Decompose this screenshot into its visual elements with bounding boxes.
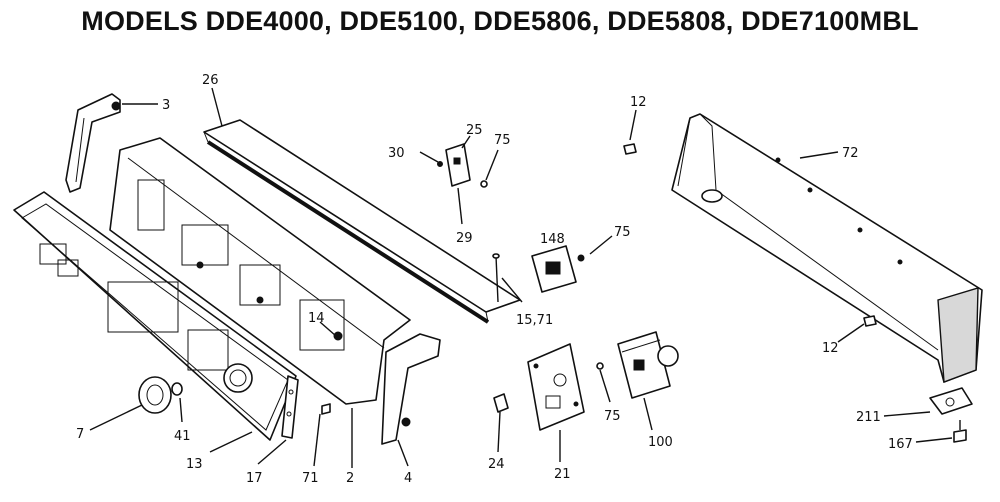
callout-3: 3 [162, 98, 170, 113]
callout-72: 72 [842, 146, 859, 161]
leader-75b [589, 235, 613, 255]
callout-15-71: 15,71 [516, 313, 553, 328]
part-30-pin [419, 151, 443, 167]
leader-29 [457, 187, 463, 225]
callout-24: 24 [488, 457, 505, 472]
part-12-clip-b [863, 315, 877, 327]
leader-211 [883, 411, 931, 417]
part-75-screw-a [480, 180, 488, 188]
callout-75c: 75 [604, 409, 621, 424]
part-13-front-panel [13, 191, 297, 441]
callout-13: 13 [186, 457, 203, 472]
part-3-left-end-cap [65, 93, 121, 193]
part-41-clip [171, 382, 183, 396]
leader-15-71 [501, 277, 523, 303]
part-167-screw [953, 420, 967, 443]
callout-29: 29 [456, 231, 473, 246]
part-12-clip-a [623, 143, 637, 155]
part-211-bracket [929, 387, 973, 415]
part-15-71-screw [492, 253, 500, 303]
leader-12b [837, 323, 865, 343]
leader-7 [89, 404, 143, 431]
callout-12a: 12 [630, 95, 647, 110]
part-100-timer [617, 331, 679, 399]
leader-17 [257, 439, 287, 465]
part-4-right-end-cap [381, 333, 441, 445]
part-2-console-frame [109, 137, 411, 405]
callout-2: 2 [346, 471, 354, 486]
callout-17: 17 [246, 471, 263, 486]
callout-21: 21 [554, 467, 571, 482]
callout-75a: 75 [494, 133, 511, 148]
leader-12a [629, 109, 637, 141]
part-71-screw [321, 403, 331, 415]
leader-4 [397, 439, 409, 467]
callout-25: 25 [466, 123, 483, 138]
leader-72 [799, 151, 839, 159]
callout-7: 7 [76, 427, 84, 442]
callout-71: 71 [302, 471, 319, 486]
callout-30: 30 [388, 146, 405, 161]
leader-13 [209, 431, 253, 453]
callout-26: 26 [202, 73, 219, 88]
part-24-connector [493, 393, 509, 413]
callout-14: 14 [308, 311, 325, 326]
part-72-rear-housing [671, 113, 983, 383]
diagram-title: MODELS DDE4000, DDE5100, DDE5806, DDE580… [81, 6, 919, 36]
callout-4: 4 [404, 471, 412, 486]
part-7-knob [138, 376, 172, 414]
part-25-switch-bracket [445, 143, 471, 187]
part-21-circuit-board [527, 343, 585, 431]
callout-41: 41 [174, 429, 191, 444]
leader-75a [485, 149, 499, 181]
leader-25 [461, 135, 471, 149]
leader-167 [915, 437, 953, 443]
callout-12b: 12 [822, 341, 839, 356]
callout-100: 100 [648, 435, 673, 450]
leader-14 [319, 321, 337, 337]
part-17-bracket [281, 375, 299, 439]
part-148-switch [531, 245, 585, 293]
leader-41 [179, 397, 183, 423]
callout-167: 167 [888, 437, 913, 452]
callout-75b: 75 [614, 225, 631, 240]
part-75-screw-c [596, 362, 604, 370]
leader-71 [313, 413, 321, 467]
leader-24 [497, 411, 501, 453]
callout-148: 148 [540, 232, 565, 247]
leader-75c [599, 369, 611, 403]
leader-26 [211, 87, 223, 127]
callout-211: 211 [856, 410, 881, 425]
leader-100 [643, 397, 653, 431]
